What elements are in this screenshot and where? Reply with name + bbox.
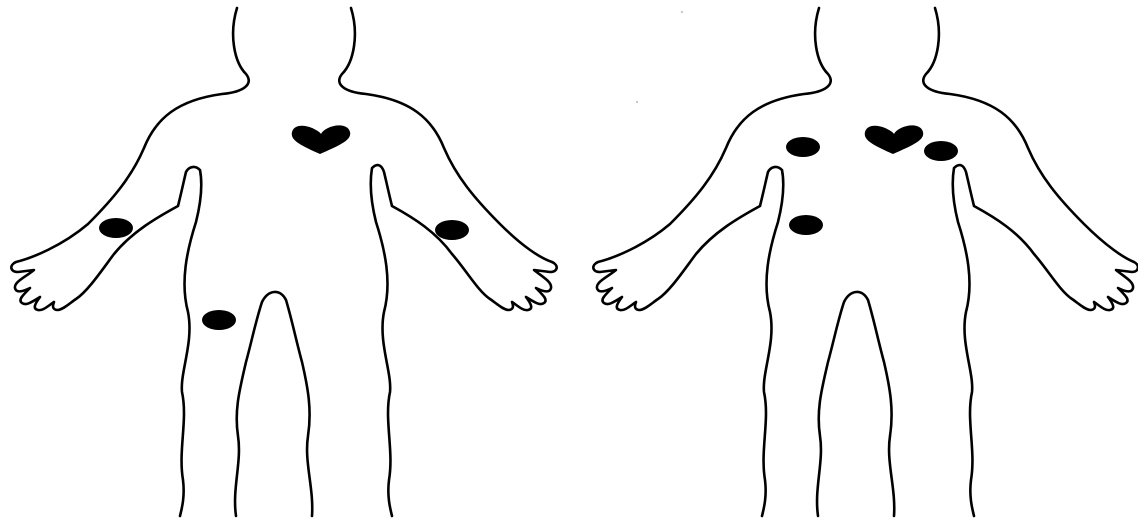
torso-outline-right-side [339,8,556,516]
speck [681,11,683,13]
inner-legs-outline [235,292,312,516]
electrode-dot [99,218,133,238]
speck [636,101,638,103]
electrode-dot [924,141,958,161]
torso-outline [11,8,248,516]
electrode-dot [435,220,469,240]
electrode-dot [789,215,823,235]
electrode-dot [786,137,820,157]
electrode-dot [202,310,236,330]
inner-legs-outline [817,292,894,516]
body-figure-left [11,8,556,516]
heart-icon [292,125,350,154]
torso-outline [593,8,830,516]
torso-outline-right-side [923,8,1138,516]
body-figure-right [593,8,1138,516]
heart-icon [865,125,923,154]
